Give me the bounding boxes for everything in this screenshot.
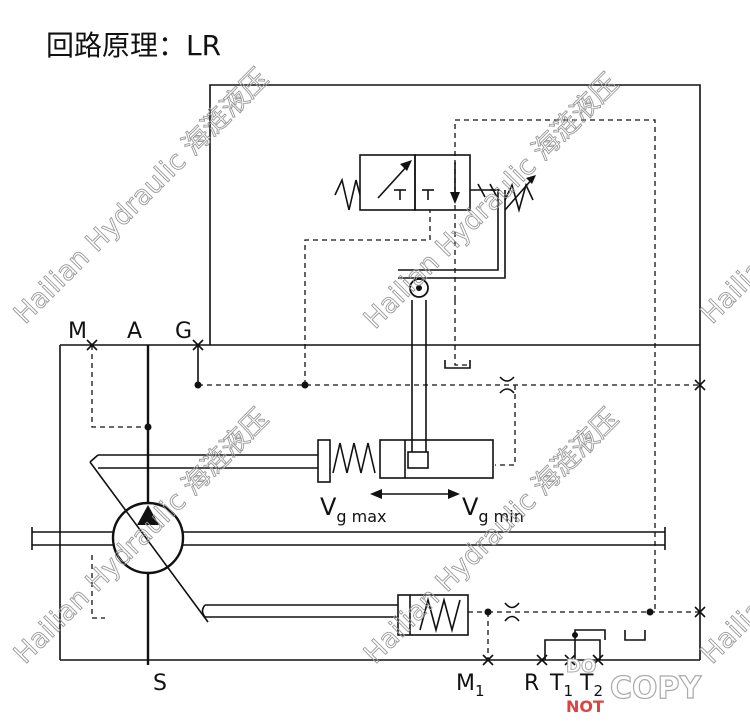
stroking-cylinder-upper bbox=[89, 439, 494, 483]
port-markers bbox=[86, 339, 706, 666]
junction-dots bbox=[144, 381, 654, 616]
orifice-lower bbox=[504, 602, 520, 622]
pump-housing-outline bbox=[59, 84, 701, 661]
case-drain-block bbox=[544, 629, 646, 660]
watermark-text-2: Hailian Hydraulic 海涟液压 bbox=[358, 68, 625, 335]
feedback-linkage bbox=[398, 189, 506, 452]
logo-copy: COPY bbox=[610, 671, 703, 706]
port-label-m: M bbox=[68, 319, 87, 344]
tank-symbol bbox=[444, 360, 471, 369]
port-label-r: R bbox=[524, 671, 539, 696]
port-label-g: G bbox=[175, 319, 192, 344]
watermark-text-3: Hailian Hydraulic 海涟液压 bbox=[8, 403, 275, 670]
stroking-cylinder-lower bbox=[201, 594, 488, 636]
vg-max-label: Vg max bbox=[320, 493, 387, 526]
port-label-a: A bbox=[127, 319, 142, 344]
port-label-t2: T2 bbox=[579, 671, 603, 700]
logo-do: DO bbox=[566, 656, 596, 677]
logo-not: NOT bbox=[566, 697, 604, 716]
vg-min-label: Vg min bbox=[462, 493, 524, 526]
watermark-text-6: Hailian Hydraulic 海涟液压 bbox=[695, 403, 750, 670]
do-not-copy-logo: DO NOT COPY bbox=[566, 656, 704, 717]
variable-pump bbox=[89, 461, 209, 623]
port-label-t1: T1 bbox=[549, 671, 573, 700]
port-label-s: S bbox=[153, 671, 167, 696]
diagram-title: 回路原理：LR bbox=[46, 29, 221, 62]
watermark-text-5: Hailian Hydraulic 海涟液压 bbox=[695, 63, 750, 330]
watermark-text-1: Hailian Hydraulic 海涟液压 bbox=[8, 63, 275, 330]
control-pilot-lines bbox=[91, 119, 700, 660]
lr-control-valve bbox=[334, 154, 536, 213]
port-label-m1: M1 bbox=[456, 671, 485, 700]
orifice-upper bbox=[499, 376, 515, 394]
vg-direction-arrow bbox=[370, 489, 460, 499]
